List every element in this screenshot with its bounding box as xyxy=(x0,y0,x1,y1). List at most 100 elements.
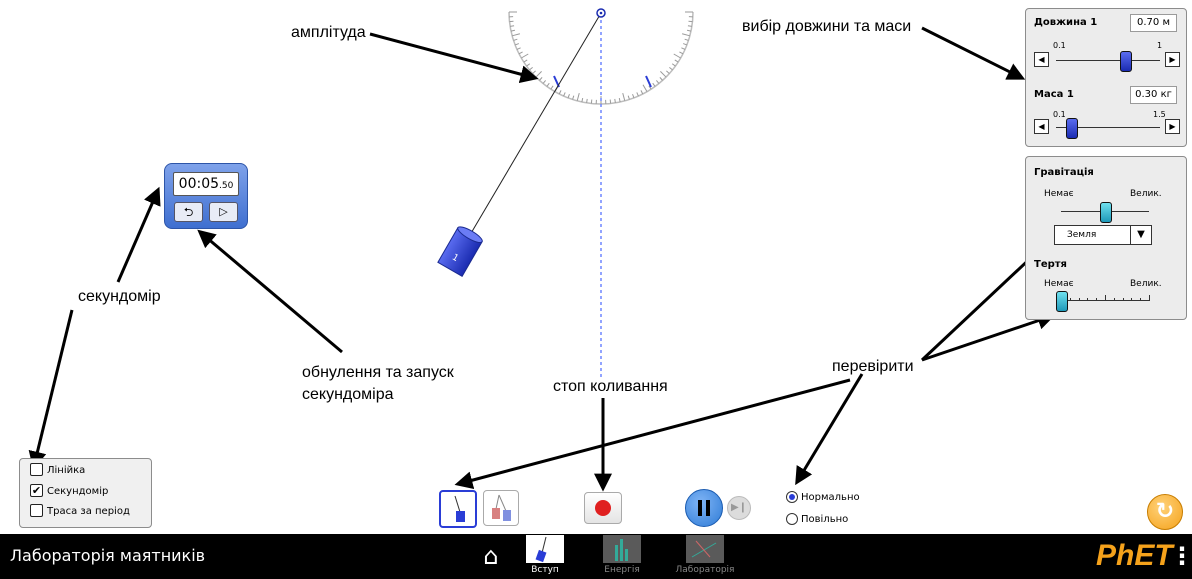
checkbox-icon xyxy=(30,503,43,517)
length-increase-button[interactable]: ▶ xyxy=(1165,52,1180,67)
pause-button[interactable] xyxy=(685,489,723,527)
screen-tab-energy[interactable]: Енергія xyxy=(597,535,647,579)
play-icon: ▷ xyxy=(219,205,228,218)
stopwatch-display: 00:05.50 xyxy=(173,172,239,196)
annotation-length-mass: вибір довжини та маси xyxy=(742,18,912,35)
gravity-slider-thumb[interactable] xyxy=(1100,202,1112,223)
protractor-tick xyxy=(563,92,566,97)
length-decrease-button[interactable]: ◀ xyxy=(1034,52,1049,67)
friction-slider-thumb[interactable] xyxy=(1056,291,1068,312)
stopwatch-play-button[interactable]: ▷ xyxy=(209,202,238,222)
lab-screen-icon xyxy=(686,535,724,563)
mass-increase-button[interactable]: ▶ xyxy=(1165,119,1180,134)
period-trace-checkbox[interactable]: Траса за період xyxy=(30,503,130,520)
protractor-tick xyxy=(674,59,679,63)
protractor-tick xyxy=(514,43,520,46)
protractor-tick xyxy=(679,51,684,55)
friction-ticks xyxy=(1061,295,1150,301)
double-pendulum-button[interactable] xyxy=(483,490,519,526)
annotation-reset-start-2: секундоміра xyxy=(302,386,394,403)
checkbox-icon xyxy=(30,462,43,476)
length-slider-track[interactable] xyxy=(1056,60,1160,61)
stopwatch-reset-button[interactable]: ⮌ xyxy=(174,202,203,222)
double-pendulum-icon xyxy=(492,494,511,521)
screen-tab-intro[interactable]: Вступ xyxy=(523,535,567,579)
friction-tick xyxy=(1105,295,1106,301)
radio-selected-icon xyxy=(786,491,798,503)
chevron-down-icon: ▼ xyxy=(1130,226,1151,244)
protractor-tick xyxy=(682,43,688,46)
protractor-tick xyxy=(523,59,528,63)
mass-decrease-button[interactable]: ◀ xyxy=(1034,119,1049,134)
length-slider-thumb[interactable] xyxy=(1120,51,1133,72)
period-trace-label: Траса за період xyxy=(47,506,130,517)
protractor-tick xyxy=(614,98,616,103)
single-pendulum-button[interactable] xyxy=(439,490,477,528)
protractor-tick xyxy=(535,71,542,78)
speed-slow-radio[interactable]: Повільно xyxy=(786,513,848,526)
energy-screen-icon xyxy=(603,535,641,563)
protractor-tick xyxy=(516,47,521,50)
home-button[interactable]: ⌂ xyxy=(478,543,504,569)
energy-tab-label: Енергія xyxy=(604,565,640,575)
protractor-tick xyxy=(684,38,689,41)
ruler-label: Лінійка xyxy=(47,465,86,476)
friction-tick xyxy=(1149,295,1150,301)
gravity-label: Гравітація xyxy=(1034,167,1094,178)
protractor-tick xyxy=(673,53,681,59)
gravity-friction-panel: Гравітація Немає Велик. Земля ▼ Тертя Не… xyxy=(1025,156,1187,320)
stopwatch-time: 00:05 xyxy=(178,176,220,192)
protractor-tick xyxy=(682,33,690,37)
menu-button[interactable]: ⋮ xyxy=(1170,542,1192,570)
protractor-tick xyxy=(627,95,630,100)
annotation-amplitude: амплітуда xyxy=(291,24,366,41)
protractor-tick xyxy=(532,70,536,74)
mass-slider-thumb[interactable] xyxy=(1065,118,1078,139)
protractor-tick xyxy=(636,92,639,97)
mass-slider-track[interactable] xyxy=(1056,127,1160,128)
screen-tab-lab[interactable]: Лабораторія xyxy=(670,535,740,579)
protractor xyxy=(508,11,694,105)
pendulum-rod xyxy=(466,12,602,241)
checkbox-icon: ✔ xyxy=(30,483,43,497)
protractor-tick xyxy=(618,97,621,103)
protractor-tick xyxy=(572,95,575,100)
protractor-tick xyxy=(648,85,652,90)
reset-all-button[interactable]: ↻ xyxy=(1147,494,1183,530)
gravity-large-label: Велик. xyxy=(1130,189,1162,199)
friction-tick xyxy=(1113,298,1115,301)
left-arrow-icon: ◀ xyxy=(1038,122,1045,131)
step-button[interactable]: ▶❙ xyxy=(727,496,751,520)
options-panel: Лінійка ✔Секундомір Траса за період xyxy=(19,458,152,528)
mass-number: 1 xyxy=(450,253,460,265)
planet-select[interactable]: Земля ▼ xyxy=(1054,225,1152,245)
stopwatch-checkbox[interactable]: ✔Секундомір xyxy=(30,483,108,500)
protractor-tick xyxy=(652,82,656,87)
protractor-tick xyxy=(513,38,518,41)
home-icon: ⌂ xyxy=(483,542,499,570)
speed-normal-radio[interactable]: Нормально xyxy=(786,491,860,504)
protractor-tick xyxy=(546,82,550,87)
protractor-tick xyxy=(659,77,663,81)
ruler-checkbox[interactable]: Лінійка xyxy=(30,462,86,479)
mass-value: 0.30 кг xyxy=(1130,86,1177,104)
friction-tick xyxy=(1122,298,1124,301)
pendulum-mass[interactable]: 1 xyxy=(437,224,484,278)
protractor-tick xyxy=(510,25,515,27)
friction-tick xyxy=(1078,298,1080,301)
protractor-tick xyxy=(510,29,516,32)
play-area: 1 xyxy=(28,8,1056,492)
annotation-stopwatch: секундомір xyxy=(78,288,161,305)
length-value: 0.70 м xyxy=(1130,14,1177,32)
protractor-tick xyxy=(567,93,570,99)
mass-min: 0.1 xyxy=(1053,110,1066,119)
speed-slow-label: Повільно xyxy=(801,514,849,525)
protractor-tick xyxy=(671,63,676,67)
stopwatch-widget[interactable]: 00:05.50 ⮌ ▷ xyxy=(164,163,248,229)
gravity-none-label: Немає xyxy=(1044,189,1074,199)
protractor-tick xyxy=(550,85,554,90)
stop-button[interactable] xyxy=(584,492,622,524)
length-min: 0.1 xyxy=(1053,41,1066,50)
friction-tick xyxy=(1140,298,1142,301)
pause-icon xyxy=(698,500,702,516)
